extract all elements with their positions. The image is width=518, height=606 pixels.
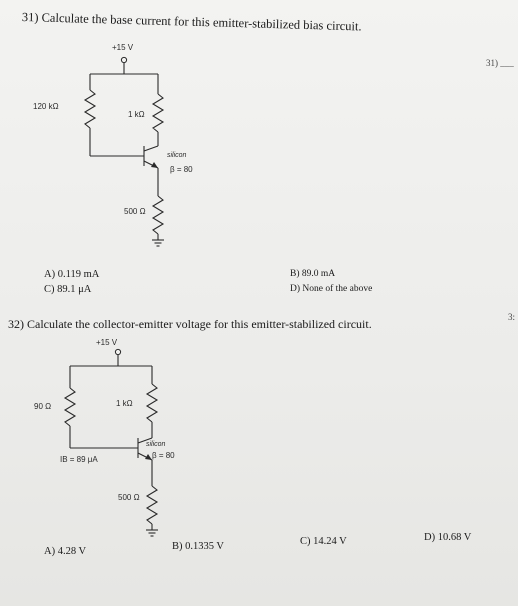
q32-emitter-resistor-label: 500 Ω: [118, 493, 140, 502]
q31-base-resistor: [83, 89, 97, 129]
q31-transistor-beta: β = 80: [170, 165, 193, 174]
q31-supply-label: +15 V: [112, 43, 134, 52]
q31-collector-resistor-label: 1 kΩ: [128, 110, 145, 119]
q31-transistor-collector: [143, 145, 159, 152]
q31-base-resistor-label: 120 kΩ: [33, 102, 59, 111]
question-32-prompt: 32) Calculate the collector-emitter volt…: [8, 317, 372, 331]
q32-answer-d[interactable]: D) 10.68 V: [424, 532, 472, 543]
q32-answer-a[interactable]: A) 4.28 V: [44, 546, 87, 557]
q32-supply-label: +15 V: [96, 338, 118, 347]
q31-transistor-type: silicon: [167, 152, 187, 159]
q32-transistor-collector: [137, 437, 153, 444]
q32-transistor-beta: β = 80: [152, 451, 175, 460]
q32-base-current-label: IB = 89 μA: [60, 455, 98, 464]
q31-answer-b[interactable]: B) 89.0 mA: [290, 269, 336, 279]
question-33-margin-marker: 3:: [508, 312, 516, 322]
q31-collector-resistor: [151, 93, 165, 133]
q32-supply-terminal: [114, 348, 122, 356]
q31-emitter-resistor: [151, 195, 165, 235]
q32-transistor-type: silicon: [146, 441, 166, 448]
q32-emitter-arrow: [145, 454, 152, 460]
q32-emitter-resistor: [145, 485, 159, 525]
q32-collector-resistor-label: 1 kΩ: [116, 399, 133, 408]
q32-base-resistor: [63, 387, 77, 427]
q31-emitter-arrow: [151, 162, 158, 168]
q31-answer-c[interactable]: C) 89.1 μA: [44, 284, 92, 295]
q32-base-resistor-label: 90 Ω: [34, 402, 51, 411]
q32-collector-resistor: [145, 383, 159, 423]
q31-answer-d[interactable]: D) None of the above: [290, 284, 373, 294]
question-31-margin-marker: 31) ___: [486, 58, 514, 68]
q32-answer-c[interactable]: C) 14.24 V: [300, 536, 347, 547]
q31-emitter-resistor-label: 500 Ω: [124, 207, 146, 216]
q32-answer-b[interactable]: B) 0.1335 V: [172, 541, 225, 552]
q31-answer-a[interactable]: A) 0.119 mA: [44, 269, 100, 280]
